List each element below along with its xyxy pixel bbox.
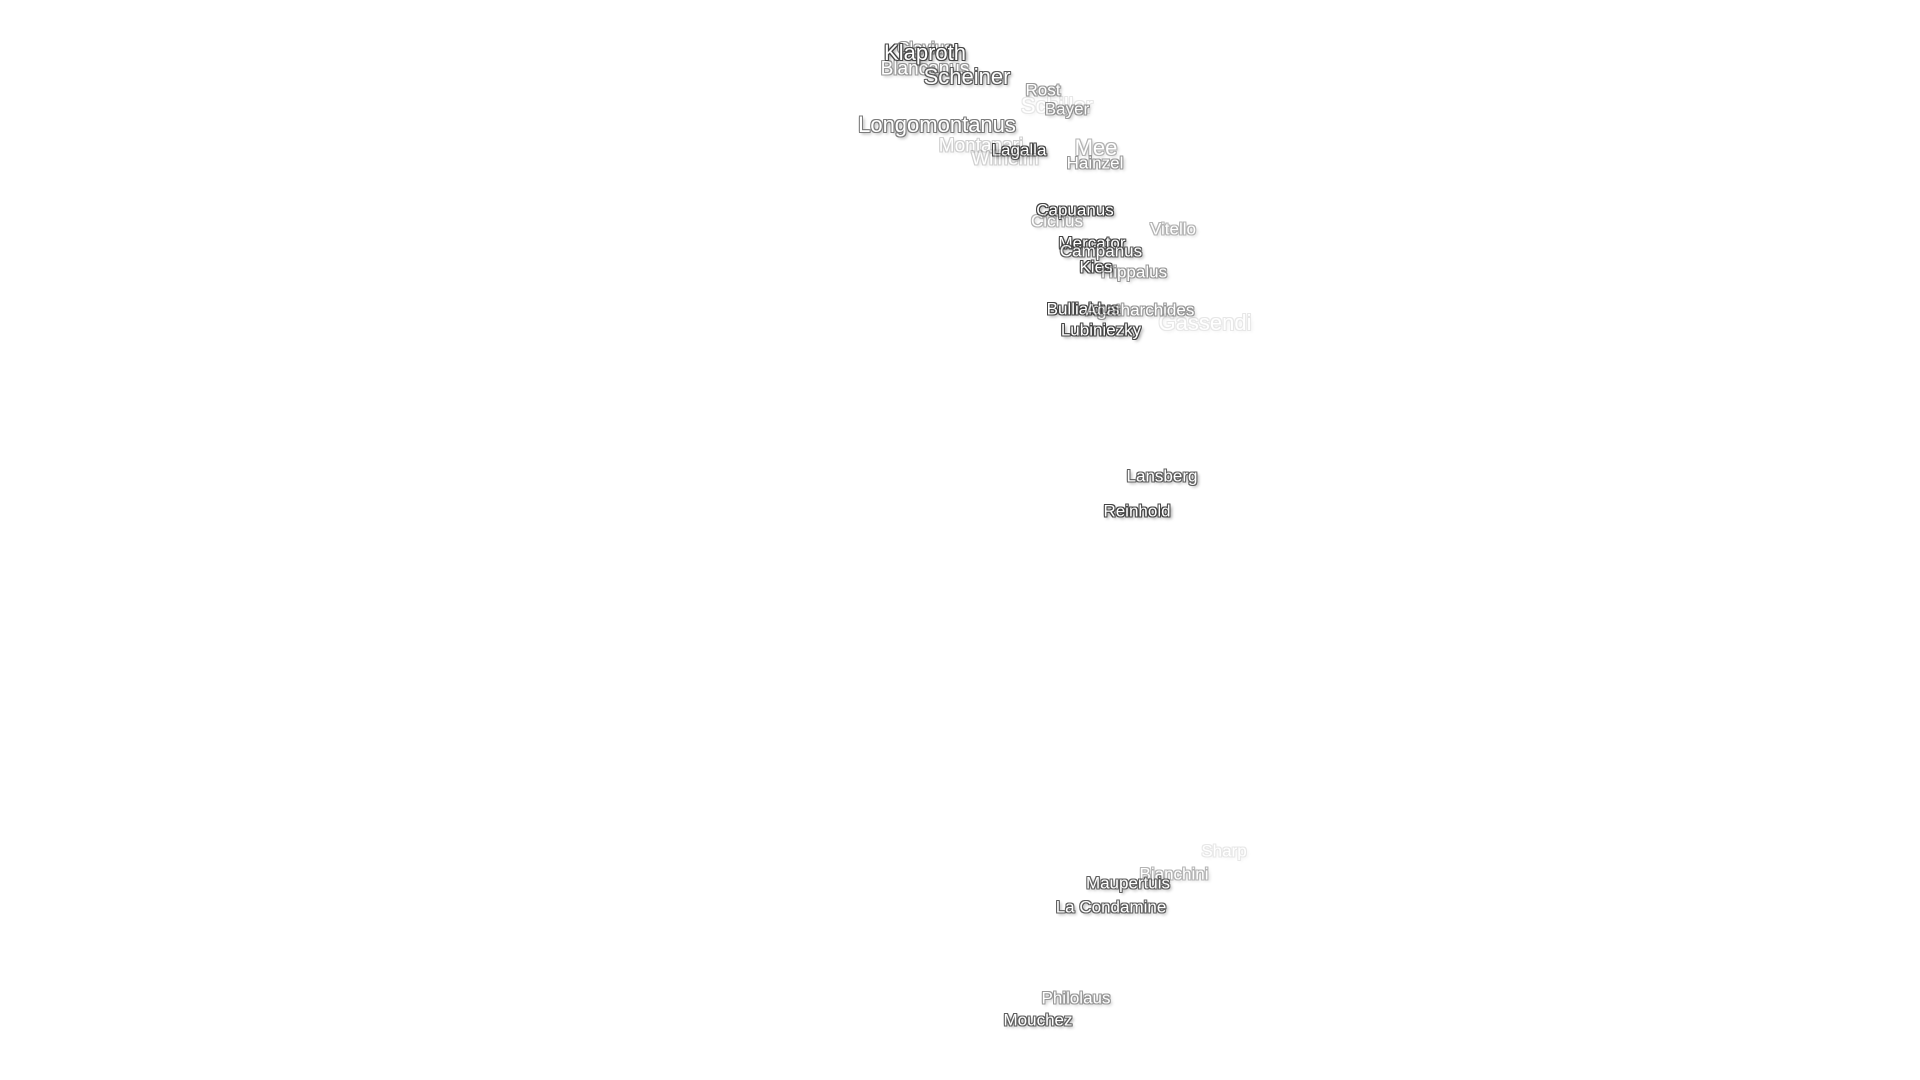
crater-label-campanus: Campanus <box>1059 241 1143 261</box>
crater-label-hippalus: Hippalus <box>1100 262 1168 282</box>
crater-label-lagalla: Lagalla <box>991 140 1047 160</box>
crater-label-bayer: Bayer <box>1044 99 1090 119</box>
crater-label-maupertuis: Maupertuis <box>1085 873 1171 893</box>
crater-label-klaproth: Klaproth <box>884 40 966 65</box>
crater-label-philolaus: Philolaus <box>1041 988 1111 1008</box>
crater-label-kies: Kies <box>1079 257 1113 277</box>
crater-label-montanari: Montanari <box>938 135 1024 157</box>
crater-label-mouchez: Mouchez <box>1003 1010 1073 1030</box>
crater-label-capuanus: Capuanus <box>1036 200 1114 220</box>
crater-label-bianchini: Bianchini <box>1139 864 1209 884</box>
crater-label-la-condamine: La Condamine <box>1055 897 1167 917</box>
crater-label-wilhelm: Wilhelm <box>971 148 1039 170</box>
crater-label-blancanus: Blancanus <box>880 58 970 80</box>
crater-label-scheiner: Scheiner <box>923 64 1011 89</box>
crater-label-gassendi: Gassendi <box>1158 310 1252 335</box>
crater-label-longomontanus: Longomontanus <box>858 112 1016 137</box>
crater-label-reinhold: Reinhold <box>1103 501 1171 521</box>
crater-label-lubiniezky: Lubiniezky <box>1060 320 1142 340</box>
crater-label-bullialdus: Bullialdus <box>1046 299 1120 319</box>
crater-label-lansberg: Lansberg <box>1126 466 1198 486</box>
crater-label-mee: Mee <box>1074 135 1118 160</box>
crater-label-sharp: Sharp <box>1201 841 1247 861</box>
crater-label-cichus: Cichus <box>1031 211 1083 231</box>
crater-label-clavius: Clavius <box>897 38 953 58</box>
crater-label-rost: Rost <box>1025 80 1061 100</box>
crater-label-mercator: Mercator <box>1058 233 1126 253</box>
crater-label-hainzel: Hainzel <box>1066 153 1124 173</box>
crater-label-agatharchides: Agatharchides <box>1085 300 1195 320</box>
crater-label-vitello: Vitello <box>1150 219 1196 239</box>
crater-label-schiller: Schiller <box>1020 93 1094 118</box>
